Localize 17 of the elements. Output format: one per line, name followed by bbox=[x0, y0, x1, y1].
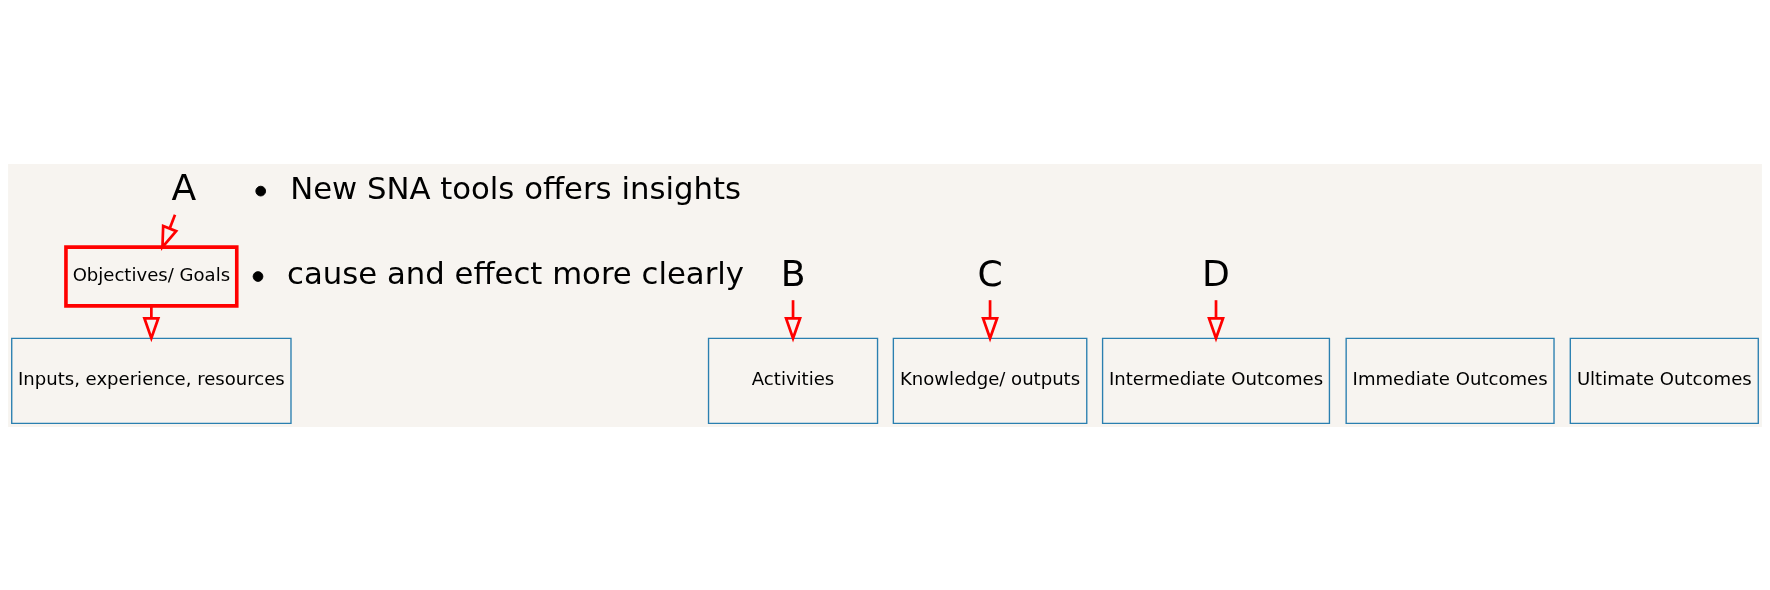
label: New SNA tools offers insights bbox=[290, 169, 741, 206]
node-box: Knowledge/ outputs bbox=[892, 337, 1088, 424]
arrow bbox=[784, 299, 802, 342]
arrow bbox=[981, 299, 999, 342]
node-box: Intermediate Outcomes bbox=[1101, 337, 1331, 424]
node-text: A bbox=[171, 165, 197, 209]
node-box: Activities bbox=[707, 337, 879, 424]
node-box: Ultimate Outcomes bbox=[1569, 337, 1759, 424]
node-box: Immediate Outcomes bbox=[1345, 337, 1555, 424]
node-box: Inputs, experience, resources bbox=[11, 337, 292, 424]
label: cause and effect more clearly bbox=[287, 254, 745, 291]
arrow bbox=[142, 305, 161, 342]
arrow bbox=[1207, 299, 1225, 342]
node-text: B bbox=[780, 251, 806, 295]
node-text: D bbox=[1202, 251, 1230, 295]
node-box: Objectives/ Goals bbox=[64, 244, 239, 308]
node-text: C bbox=[977, 251, 1003, 295]
